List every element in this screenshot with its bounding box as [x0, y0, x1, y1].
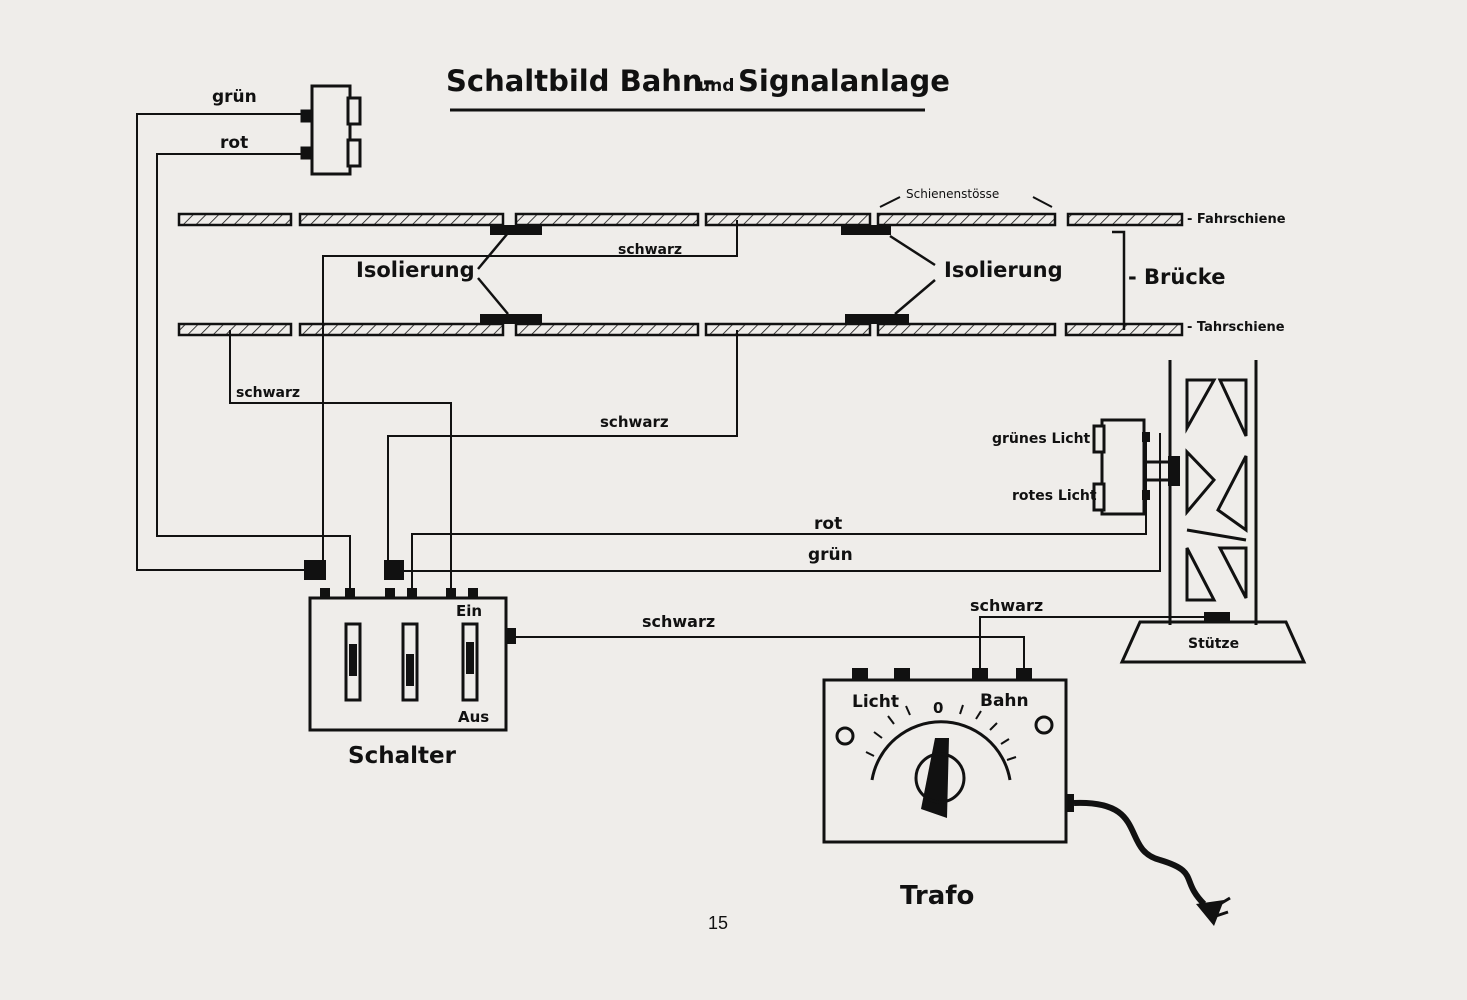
labels: grün rot Schienenstösse - Fahrschiene - … — [212, 87, 1286, 933]
label-bruecke: - Brücke — [1128, 265, 1225, 289]
label-rot-mid: rot — [814, 514, 842, 534]
switch-box — [308, 596, 508, 732]
label-aus: Aus — [458, 708, 489, 726]
wires — [136, 113, 1210, 668]
switch-connectors — [304, 560, 516, 644]
signal-top — [300, 84, 362, 176]
label-rotes-licht: rotes Licht — [1012, 488, 1097, 504]
label-schwarz-2: schwarz — [236, 385, 300, 401]
label-gruen-mid: grün — [808, 545, 853, 565]
rail-top — [177, 212, 1184, 235]
label-fahrschiene-top: - Fahrschiene — [1187, 212, 1286, 227]
label-licht: Licht — [852, 692, 899, 712]
label-rot-top: rot — [220, 133, 248, 153]
label-gruen-top: grün — [212, 87, 257, 107]
title-und: und — [698, 76, 734, 96]
insulation-pointers — [477, 232, 936, 315]
label-gruenes-licht: grünes Licht — [992, 431, 1091, 447]
label-ein: Ein — [456, 602, 482, 620]
title-part-2: Signalanlage — [738, 64, 950, 98]
label-schienenstoesse: Schienenstösse — [906, 187, 999, 201]
transformer — [822, 668, 1231, 926]
label-bahn: Bahn — [980, 691, 1029, 711]
label-stuetze: Stütze — [1188, 636, 1239, 652]
label-trafo: Trafo — [900, 881, 974, 911]
label-isolierung-right: Isolierung — [944, 258, 1063, 282]
signal-mast — [1119, 360, 1307, 664]
bridge-bracket — [1112, 230, 1126, 330]
insulation-block-bottom-right — [845, 314, 909, 324]
signal-head-right — [1092, 418, 1180, 516]
rail-bottom — [177, 314, 1184, 337]
label-schwarz-4: schwarz — [642, 612, 715, 631]
label-zero: 0 — [933, 699, 943, 717]
label-schwarz-5: schwarz — [970, 596, 1043, 615]
title: Schaltbild Bahn- und Signalanlage — [446, 64, 950, 112]
label-fahrschiene-bottom: - Tahrschiene — [1187, 320, 1285, 335]
page-number: 15 — [708, 913, 728, 933]
insulation-block-bottom-left — [480, 314, 542, 324]
insulation-block-top-right — [841, 225, 891, 235]
label-schwarz-3: schwarz — [600, 413, 669, 431]
label-isolierung-left: Isolierung — [356, 258, 475, 282]
label-schwarz-1: schwarz — [618, 242, 682, 258]
label-schalter: Schalter — [348, 743, 457, 769]
insulation-block-top-left — [490, 225, 542, 235]
rail-joint-marker — [879, 196, 1053, 208]
title-part-1: Schaltbild Bahn- — [446, 64, 715, 98]
